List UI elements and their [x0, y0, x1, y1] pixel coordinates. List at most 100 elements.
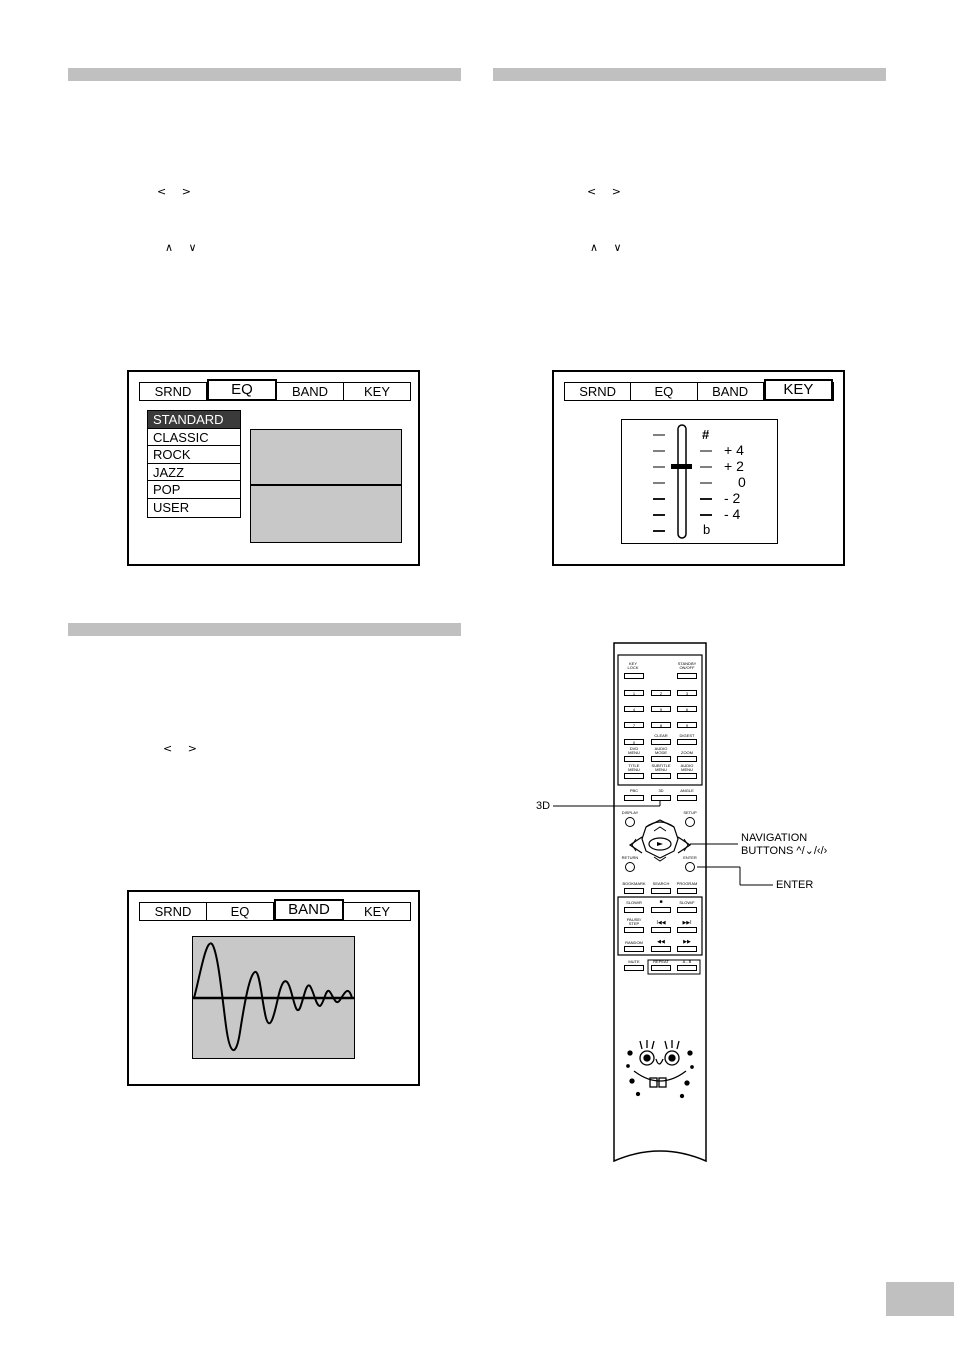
next-button[interactable]: [677, 927, 697, 933]
subtitle-menu-button[interactable]: [651, 773, 671, 779]
band-screen: SRND EQ BAND KEY: [127, 890, 420, 1086]
tab-eq[interactable]: EQ: [631, 383, 698, 400]
setup-button[interactable]: [685, 817, 695, 827]
number-button-7[interactable]: 7: [624, 722, 644, 728]
left-right-arrows: < >: [587, 185, 627, 198]
key-lock-button[interactable]: [624, 673, 644, 679]
eq-preview-divider: [251, 484, 401, 486]
band-waveform-display: [192, 936, 355, 1059]
return-label: RETURN: [621, 855, 639, 860]
key-sharp-label: #: [702, 427, 710, 442]
three-d-button[interactable]: [651, 795, 671, 801]
eq-preset-rock[interactable]: ROCK: [148, 446, 240, 464]
number-button-5[interactable]: 5: [651, 706, 671, 712]
tab-band[interactable]: BAND: [698, 383, 764, 400]
tab-band[interactable]: BAND: [274, 899, 344, 921]
slow-f-button[interactable]: [677, 907, 697, 913]
three-d-callout: 3D: [536, 800, 551, 812]
display-button[interactable]: [625, 817, 635, 827]
clear-button[interactable]: [651, 739, 671, 745]
rewind-label: ◀◀: [657, 939, 665, 945]
slow-r-button[interactable]: [624, 907, 644, 913]
key-scale-plus4: + 4: [724, 442, 744, 458]
zoom-label: ZOOM: [681, 750, 693, 755]
a-b-button[interactable]: [677, 965, 697, 971]
number-button-9[interactable]: 9: [677, 722, 697, 728]
prev-label: I◀◀: [656, 920, 666, 926]
section-bar-eq: [68, 68, 461, 81]
eq-preset-user[interactable]: USER: [153, 499, 190, 515]
audio-mode-button[interactable]: [651, 756, 671, 762]
prev-button[interactable]: [651, 927, 671, 933]
search-button[interactable]: [651, 888, 671, 894]
setup-label: SETUP: [683, 810, 697, 815]
number-button-1[interactable]: 1: [624, 690, 644, 696]
repeat-label: REPEAT: [653, 959, 669, 964]
eq-preset-classic[interactable]: CLASSIC: [148, 429, 240, 447]
stop-button[interactable]: [651, 907, 671, 913]
tab-eq[interactable]: EQ: [207, 903, 274, 920]
next-label: ▶▶I: [682, 920, 692, 926]
key-scale-zero: 0: [738, 474, 746, 490]
zoom-button[interactable]: [677, 756, 697, 762]
tab-band[interactable]: BAND: [277, 383, 344, 400]
key-screen: SRND EQ BAND KEY # + 4 + 2: [552, 370, 845, 566]
return-button[interactable]: [625, 862, 635, 872]
bookmark-label: BOOKMARK: [622, 881, 646, 886]
mute-button[interactable]: [624, 965, 644, 971]
section-bar-key: [493, 68, 886, 81]
pbc-label: PBC: [629, 788, 639, 793]
tab-srnd[interactable]: SRND: [140, 903, 207, 920]
number-button-0[interactable]: 0: [624, 739, 644, 745]
tab-key[interactable]: KEY: [763, 379, 833, 401]
eq-preset-standard[interactable]: STANDARD: [148, 411, 240, 429]
number-button-6[interactable]: 6: [677, 706, 697, 712]
section-bar-band: [68, 623, 461, 636]
bookmark-button[interactable]: [624, 888, 644, 894]
tab-key[interactable]: KEY: [363, 384, 390, 399]
tab-srnd[interactable]: SRND: [565, 383, 632, 400]
eq-preset-jazz[interactable]: JAZZ: [148, 464, 240, 482]
pause-step-label: PAUSE/ STEP: [626, 917, 642, 926]
key-tab-bar: SRND EQ BAND KEY: [564, 379, 834, 401]
pbc-button[interactable]: [624, 795, 644, 801]
tab-srnd[interactable]: SRND: [140, 383, 207, 400]
rewind-button[interactable]: [651, 946, 671, 952]
standby-button[interactable]: [677, 673, 697, 679]
angle-button[interactable]: [677, 795, 697, 801]
number-button-2[interactable]: 2: [651, 690, 671, 696]
eq-screen: SRND EQ BAND KEY STANDARD CLASSIC ROCK J…: [127, 370, 420, 566]
three-d-label: 3D: [658, 788, 664, 793]
forward-button[interactable]: [677, 946, 697, 952]
repeat-button[interactable]: [651, 965, 671, 971]
program-button[interactable]: [677, 888, 697, 894]
pause-step-button[interactable]: [624, 927, 644, 933]
spongebob-logo: [626, 1040, 694, 1099]
key-slider-graphic: [653, 424, 712, 539]
random-button[interactable]: [624, 946, 644, 952]
title-menu-button[interactable]: [624, 773, 644, 779]
eq-preset-pop[interactable]: POP: [148, 481, 240, 499]
page-number-box: [886, 1282, 954, 1316]
clear-label: CLEAR: [654, 733, 668, 738]
standby-label: STANDBY ON/OFF: [677, 661, 697, 670]
number-button-3[interactable]: 3: [677, 690, 697, 696]
search-label: SEARCH: [652, 881, 670, 886]
number-button-4[interactable]: 4: [624, 706, 644, 712]
enter-button[interactable]: [685, 862, 695, 872]
dvd-menu-label: DVD MENU: [628, 746, 640, 755]
dvd-menu-button[interactable]: [624, 756, 644, 762]
random-label: RANDOM: [625, 940, 643, 945]
up-down-arrows: ∧ ∨: [590, 241, 628, 254]
digest-button[interactable]: [677, 739, 697, 745]
tab-eq[interactable]: EQ: [207, 379, 277, 401]
title-menu-label: TITLE MENU: [628, 763, 640, 772]
audio-menu-button[interactable]: [677, 773, 697, 779]
number-button-8[interactable]: 8: [651, 722, 671, 728]
a-b-label: A - B: [682, 959, 692, 964]
audio-mode-label: AUDIO MODE: [654, 746, 668, 755]
eq-tab-bar: SRND EQ BAND KEY: [139, 379, 411, 401]
tab-key[interactable]: KEY: [363, 904, 390, 919]
key-scale-minus2: - 2: [724, 490, 741, 506]
left-right-arrows: < >: [163, 742, 203, 755]
